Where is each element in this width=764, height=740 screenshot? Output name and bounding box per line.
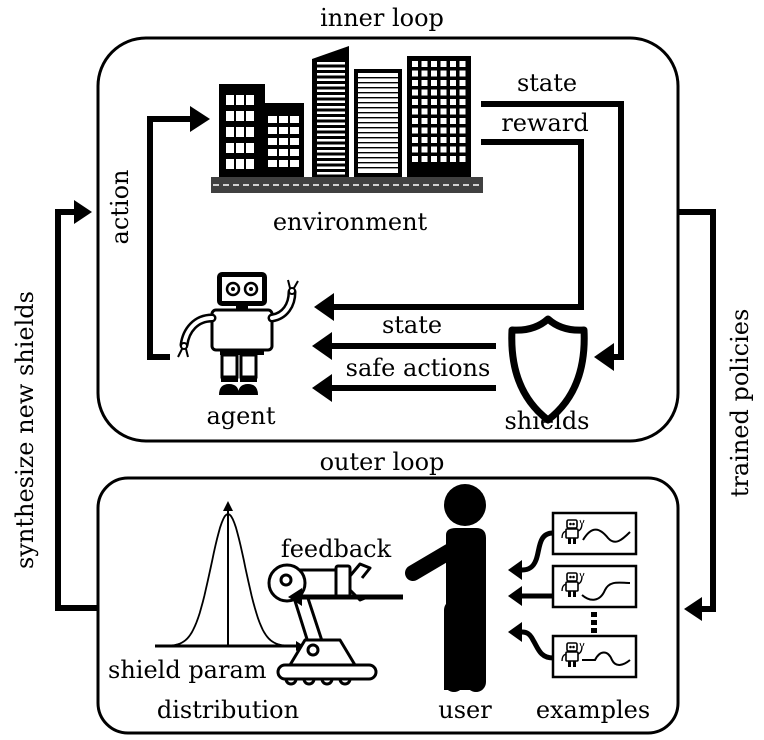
inner-loop-box: [96, 36, 680, 443]
examples-label: examples: [536, 696, 650, 724]
synthesize-arrow: [55, 200, 98, 611]
outer-loop-title: outer loop: [320, 448, 445, 476]
example-1-arrow: [508, 530, 554, 580]
user-label: user: [438, 696, 492, 724]
example-2-arrow: [508, 586, 553, 606]
env-state-arrow: [481, 101, 624, 371]
action-arrow: [147, 106, 210, 360]
env-reward-arrow: [314, 139, 584, 321]
example-card-2: [551, 564, 638, 609]
env-reward-label: reward: [501, 109, 588, 137]
trained-policies-arrow: [678, 209, 716, 621]
distribution-label-line1: shield param: [108, 656, 267, 684]
inner-loop-title: inner loop: [320, 4, 444, 32]
shields-label: shields: [504, 407, 589, 435]
example-card-1: [551, 511, 638, 556]
distribution-plot-icon: [155, 501, 304, 651]
user-icon: [405, 484, 486, 692]
env-state-label: state: [517, 69, 577, 97]
feedback-arrow: [288, 588, 403, 606]
shield-icon: [508, 315, 588, 424]
examples-ellipsis: [591, 612, 597, 633]
safe-actions-arrow: [312, 374, 496, 402]
synthesize-label: synthesize new shields: [11, 291, 39, 569]
environment-label: environment: [273, 208, 428, 236]
shield-state-arrow: [312, 332, 496, 360]
example-card-3: [551, 634, 638, 679]
safe-actions-label: safe actions: [346, 354, 491, 382]
environment-icon: [211, 46, 483, 193]
distribution-label-line2: distribution: [157, 696, 299, 724]
trained-policies-label: trained policies: [726, 309, 754, 498]
agent-robot-icon: [177, 272, 299, 395]
robot-arm-icon: [267, 562, 378, 686]
shield-state-label: state: [382, 311, 442, 339]
action-label: action: [106, 170, 134, 245]
agent-label: agent: [207, 402, 276, 430]
feedback-label: feedback: [281, 535, 392, 563]
example-3-arrow: [508, 622, 554, 661]
